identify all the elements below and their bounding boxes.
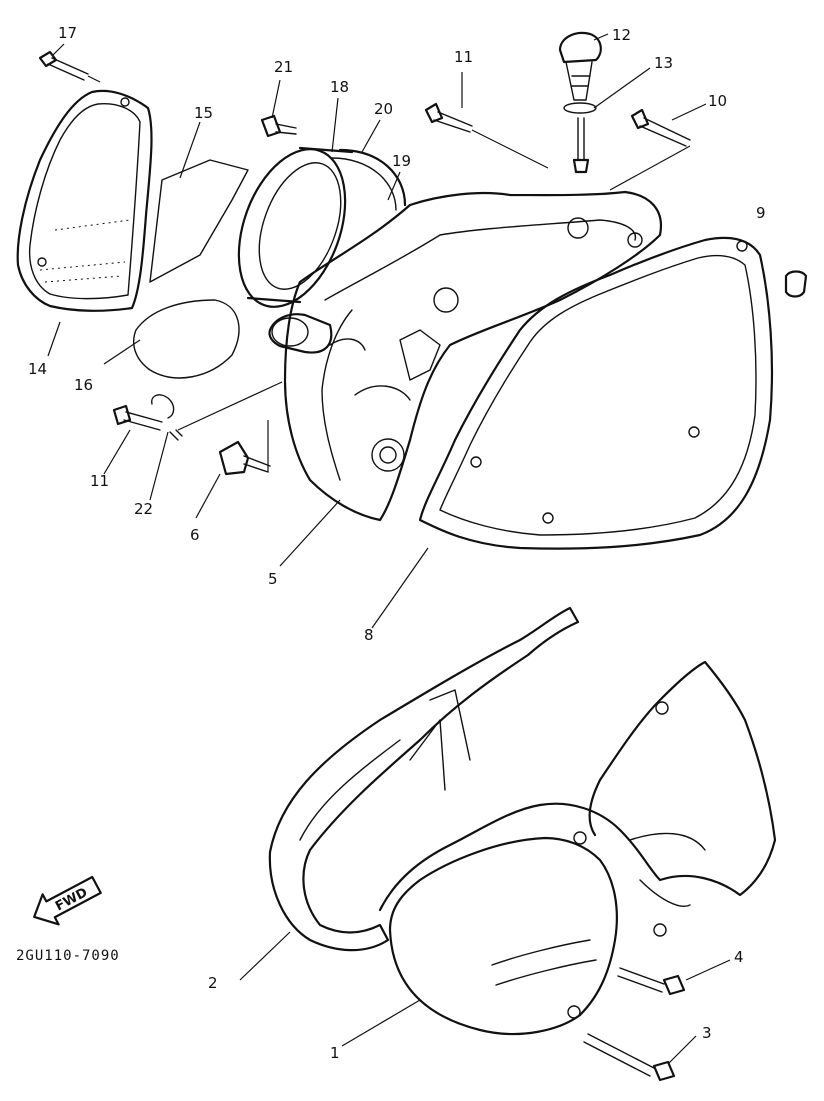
- callout-16: 16: [74, 376, 93, 394]
- part-14-outer-cover: [16, 89, 153, 312]
- part-8-gasket: [418, 236, 774, 550]
- part-18-rotor: [237, 146, 354, 308]
- callout-11-lower: 11: [90, 472, 109, 490]
- part-17-screw: [38, 50, 101, 83]
- callout-19: 19: [392, 152, 411, 170]
- part-5-crankcase-cover: [268, 190, 663, 522]
- callout-1: 1: [330, 1044, 340, 1062]
- callout-8: 8: [364, 626, 374, 644]
- callout-14: 14: [28, 360, 47, 378]
- callout-labels: 17 15 21 18 20 19 11 12 13 10 9 14 16 11…: [28, 24, 766, 1062]
- drawing-code: 2GU110-7090: [16, 948, 120, 964]
- part-11-bolt-lower: [112, 404, 163, 431]
- fwd-label: FWD: [53, 885, 90, 914]
- part-1-outer-cover: [378, 660, 777, 1036]
- part-16-plate: [132, 299, 240, 379]
- callout-11-upper: 11: [454, 48, 473, 66]
- callout-22: 22: [134, 500, 153, 518]
- callout-17: 17: [58, 24, 77, 42]
- part-4-screw: [617, 967, 686, 996]
- part-22-clip: [151, 394, 183, 441]
- leader-lines: [47, 33, 731, 1065]
- callout-2: 2: [208, 974, 218, 992]
- callout-10: 10: [708, 92, 727, 110]
- part-3-screw: [583, 1033, 676, 1082]
- callout-13: 13: [654, 54, 673, 72]
- callout-12: 12: [612, 26, 631, 44]
- part-13-o-ring: [563, 102, 597, 114]
- part-15-gasket: [149, 159, 249, 283]
- callout-18: 18: [330, 78, 349, 96]
- part-6-plug: [218, 440, 271, 476]
- callout-15: 15: [194, 104, 213, 122]
- callout-3: 3: [702, 1024, 712, 1042]
- part-11-bolt-upper: [424, 102, 473, 133]
- callout-20: 20: [374, 100, 393, 118]
- callout-6: 6: [190, 526, 200, 544]
- part-21-bolt: [260, 114, 297, 138]
- part-9-dowel-pin: [784, 270, 808, 298]
- callout-5: 5: [268, 570, 278, 588]
- callout-4: 4: [734, 948, 744, 966]
- callout-21: 21: [274, 58, 293, 76]
- fwd-arrow: FWD: [33, 875, 102, 926]
- part-20-seal-ring: [331, 148, 407, 211]
- part-10-bolt: [630, 108, 691, 147]
- callout-9: 9: [756, 204, 766, 222]
- part-2-gasket: [268, 606, 580, 952]
- part-12-filler-cap: [558, 31, 602, 174]
